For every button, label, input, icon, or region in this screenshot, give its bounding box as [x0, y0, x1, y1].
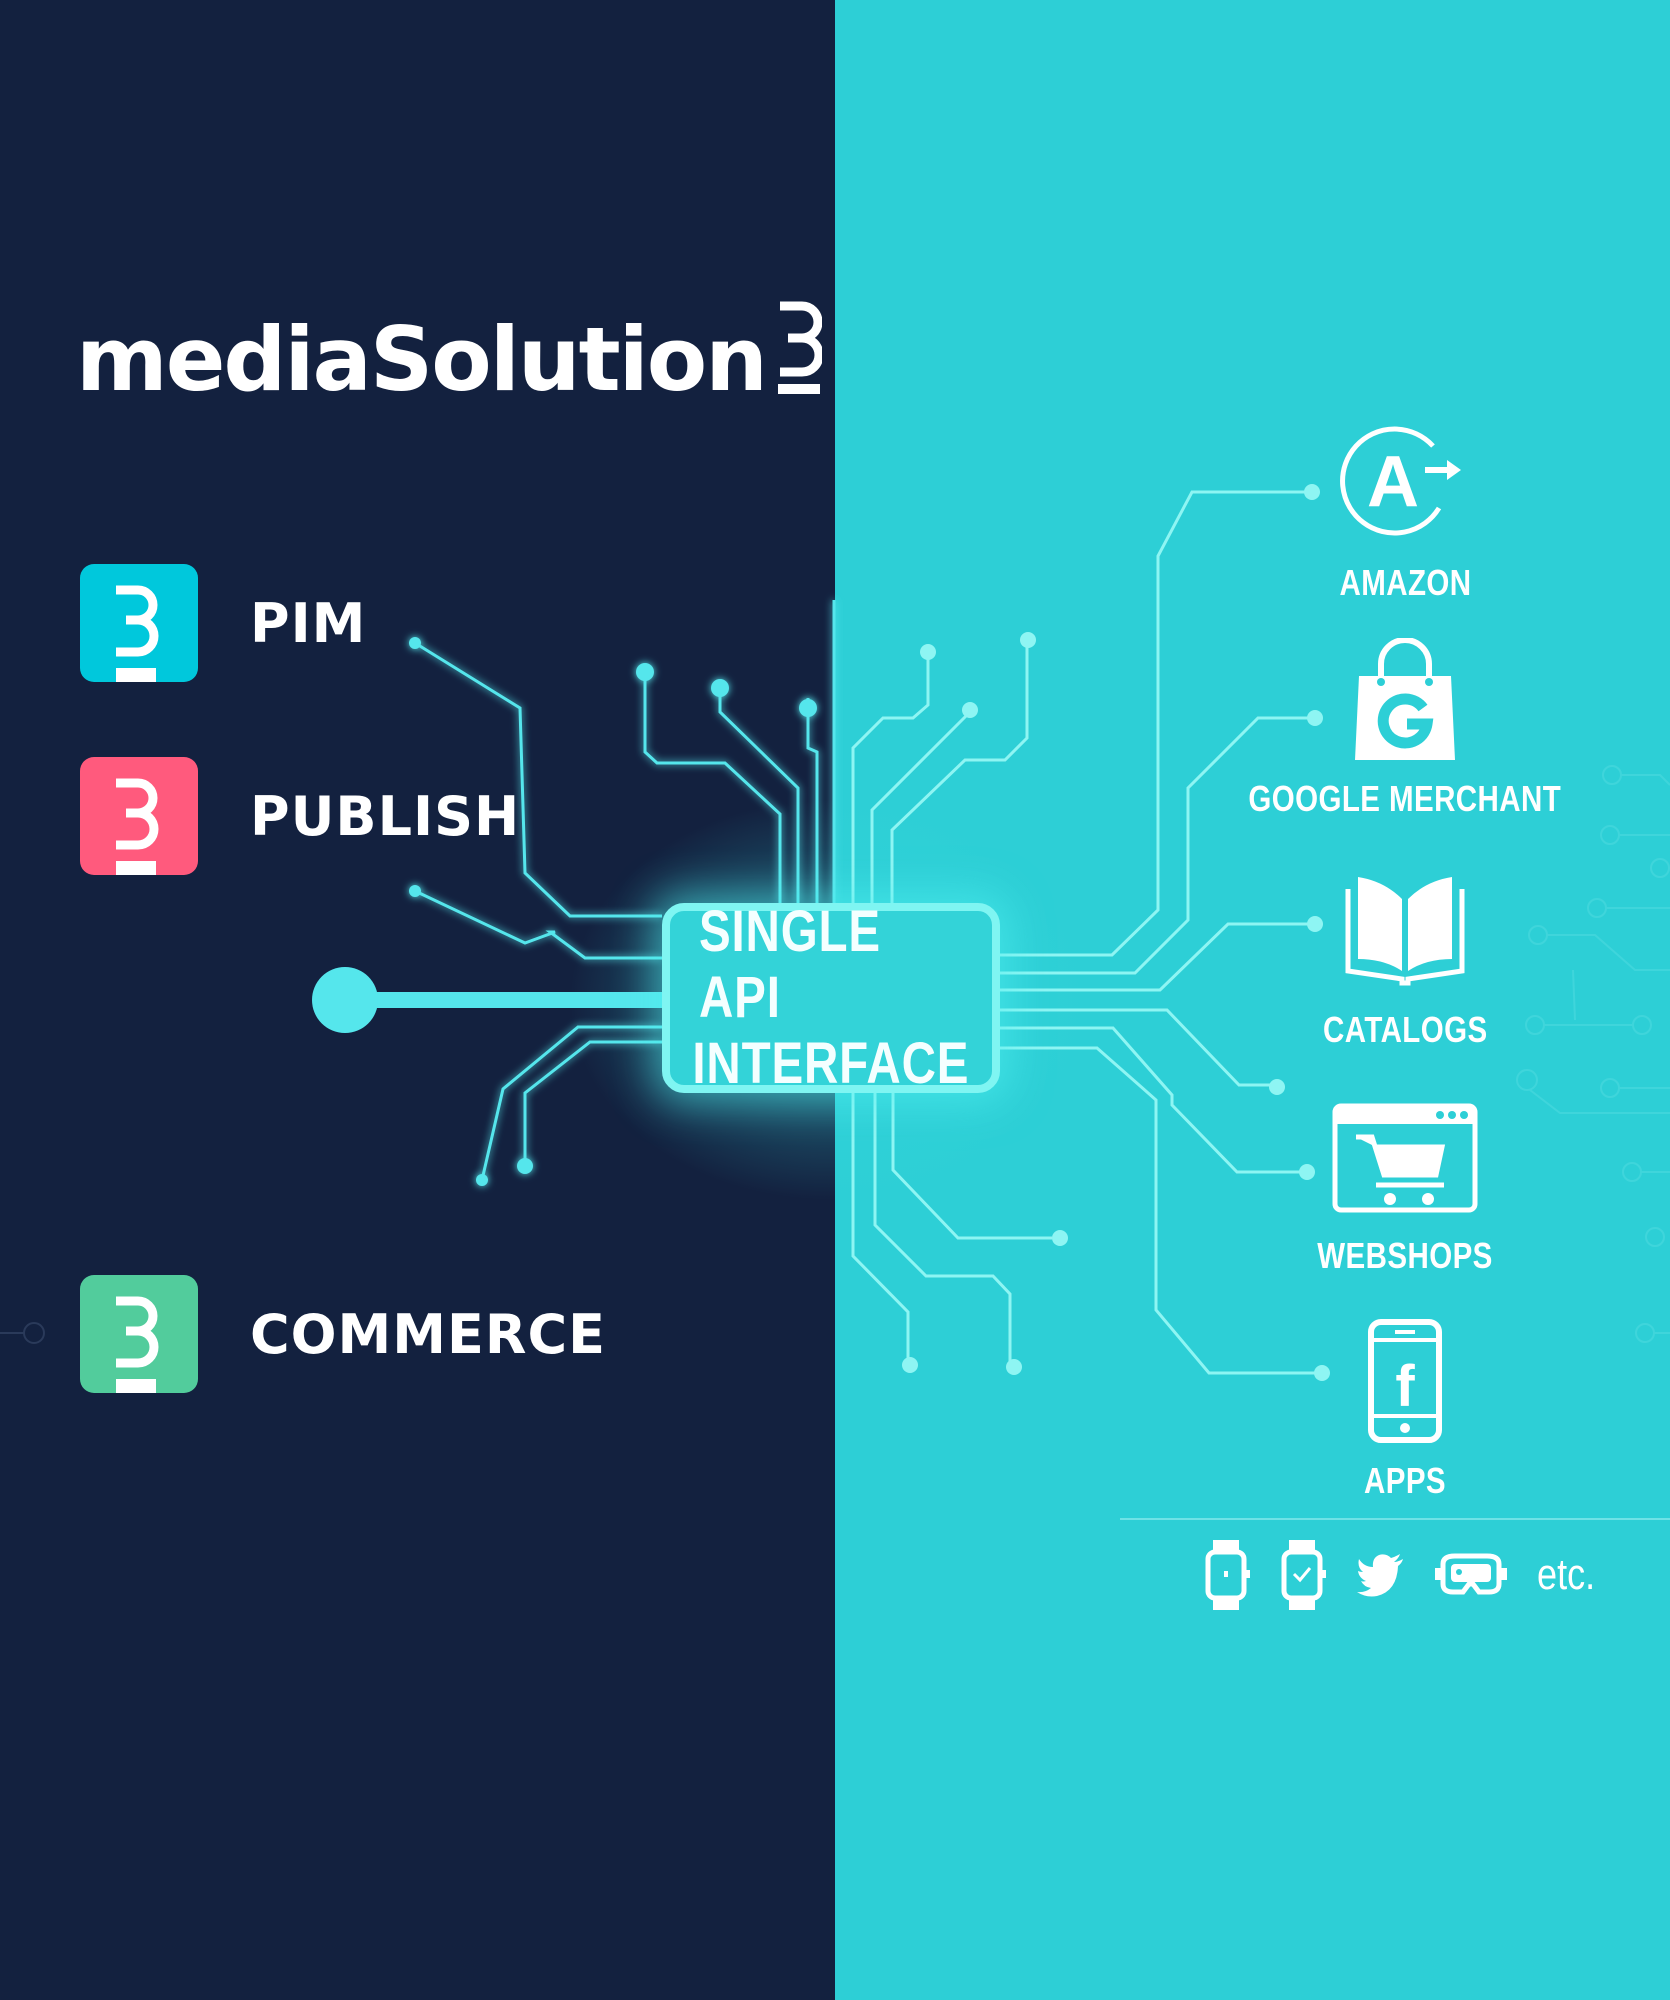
smartphone-facebook-icon: f: [1368, 1319, 1442, 1443]
brand-three-mark-icon: [776, 300, 824, 400]
smartwatch-check-icon: [1281, 1540, 1326, 1610]
channel-label-amazon: AMAZON: [1338, 562, 1471, 603]
browser-cart-icon: [1332, 1103, 1478, 1213]
faint-decor-right: [1516, 765, 1670, 1343]
extra-channels: etc.: [1205, 1540, 1608, 1610]
right-traces: [851, 490, 1318, 1375]
svg-text:A: A: [1367, 442, 1419, 522]
channel-catalogs: CATALOGS: [1245, 875, 1565, 1051]
single-api-interface-box: SINGLE API INTERFACE: [662, 899, 1000, 1096]
smartwatch-icon: [1205, 1540, 1250, 1610]
vr-headset-icon: [1435, 1553, 1507, 1595]
channel-label-catalogs: CATALOGS: [1322, 1009, 1488, 1050]
brand-name: mediaSolution: [76, 308, 768, 411]
channel-webshops: WEBSHOPS: [1245, 1103, 1565, 1277]
api-title-line-2: INTERFACE: [692, 1031, 970, 1096]
channel-label-google-merchant: GOOGLE MERCHANT: [1248, 778, 1562, 819]
product-label-pim: PIM: [250, 591, 367, 655]
open-book-icon: [1345, 877, 1465, 986]
channel-apps: f APPS: [1245, 1318, 1565, 1502]
svg-text:f: f: [1395, 1354, 1415, 1419]
product-publish: PUBLISH: [80, 757, 520, 875]
channel-label-apps: APPS: [1363, 1460, 1447, 1501]
right-trace-nodes: [902, 484, 1330, 1381]
channel-amazon: A AMAZON: [1245, 422, 1565, 604]
api-title-line-1: SINGLE API: [698, 899, 881, 1030]
product-commerce: COMMERCE: [80, 1275, 606, 1393]
product-label-commerce: COMMERCE: [250, 1302, 606, 1366]
amazon-icon: A: [1340, 426, 1461, 536]
channel-label-webshops: WEBSHOPS: [1317, 1235, 1493, 1276]
faint-decor-left: [0, 1322, 45, 1344]
google-merchant-bag-icon: [1355, 638, 1455, 760]
channel-google-merchant: GOOGLE MERCHANT: [1245, 638, 1565, 820]
product-pim: PIM: [80, 564, 366, 682]
commerce-badge-icon: [80, 1275, 198, 1393]
twitter-bird-icon: [1357, 1554, 1403, 1597]
left-traces: [414, 600, 836, 1181]
publish-badge-icon: [80, 757, 198, 875]
left-trace-nodes: [409, 637, 817, 1186]
etc-label: etc.: [1537, 1550, 1596, 1599]
channels-divider: [1120, 1518, 1670, 1520]
product-label-publish: PUBLISH: [250, 784, 521, 848]
brand-logo: mediaSolution: [76, 300, 824, 411]
pim-badge-icon: [80, 564, 198, 682]
main-connector: [312, 967, 662, 1033]
